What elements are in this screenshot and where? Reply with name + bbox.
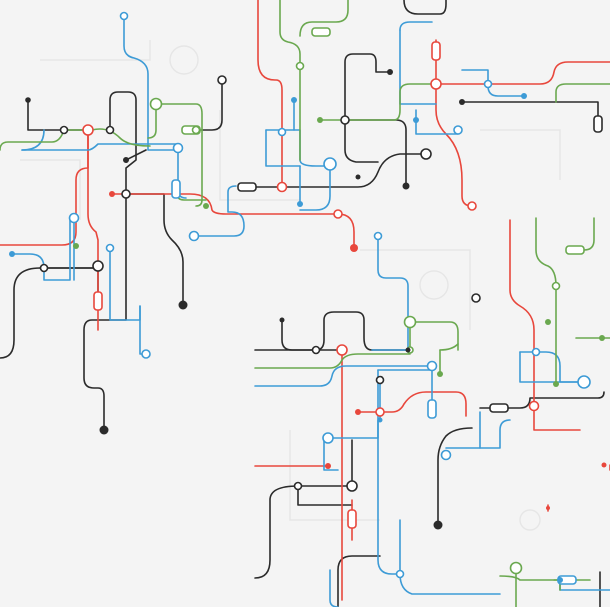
faint-background-traces (20, 40, 561, 531)
solid-dots (9, 69, 607, 583)
resistor-pads (93, 27, 603, 585)
ring-nodes (39, 11, 591, 579)
